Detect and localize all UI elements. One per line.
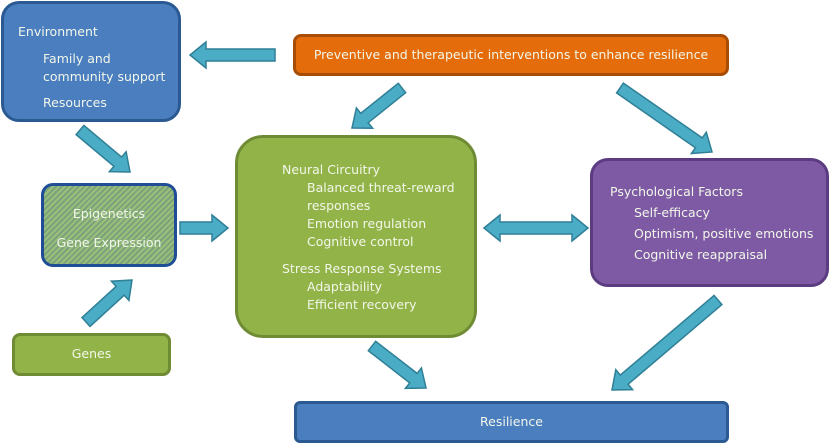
arrow-environment-to-epigenetics [75,124,131,173]
neural-item: Cognitive control [307,234,414,249]
environment-item: Resources [43,95,107,110]
environment-item: Family and [43,51,111,66]
arrow-interventions-to-environment [188,40,276,70]
psychological-box: Psychological Factors Self-efficacy Opti… [590,158,829,287]
stress-item: Adaptability [307,279,383,294]
neural-item: responses [307,198,371,213]
resilience-title: Resilience [480,414,543,429]
environment-item: community support [43,69,166,84]
epigenetics-label: Epigenetics [72,206,146,221]
neural-item: Emotion regulation [307,216,427,231]
epigenetics-box: Epigenetics Gene Expression [41,183,177,267]
psychological-item: Cognitive reappraisal [634,247,768,262]
stress-section-title: Stress Response Systems [282,261,442,276]
arrow-genes-to-epigenetics [80,279,133,328]
psychological-title: Psychological Factors [610,184,743,199]
interventions-title: Preventive and therapeutic interventions… [313,47,709,62]
genes-title: Genes [71,346,112,361]
arrow-neural-to-psychological-bidirectional [482,213,590,243]
interventions-box: Preventive and therapeutic interventions… [293,34,729,76]
psychological-item: Optimism, positive emotions [634,226,814,241]
arrow-interventions-to-neural [351,82,407,129]
environment-box: Environment Family and community support… [1,1,181,122]
arrow-neural-to-resilience [367,340,427,390]
resilience-box: Resilience [294,401,729,443]
neural-item: Balanced threat-reward [307,180,455,195]
genes-box: Genes [12,333,171,376]
gene-expression-label: Gene Expression [56,235,162,250]
arrow-psychological-to-resilience [611,294,723,391]
stress-item: Efficient recovery [307,297,417,312]
environment-title: Environment [18,24,98,39]
neural-section-title: Neural Circuitry [282,162,380,177]
arrow-interventions-to-psychological [615,82,713,155]
arrow-epigenetics-to-neural [179,213,230,243]
neural-box: Neural Circuitry Balanced threat-reward … [235,135,477,338]
psychological-item: Self-efficacy [634,205,710,220]
